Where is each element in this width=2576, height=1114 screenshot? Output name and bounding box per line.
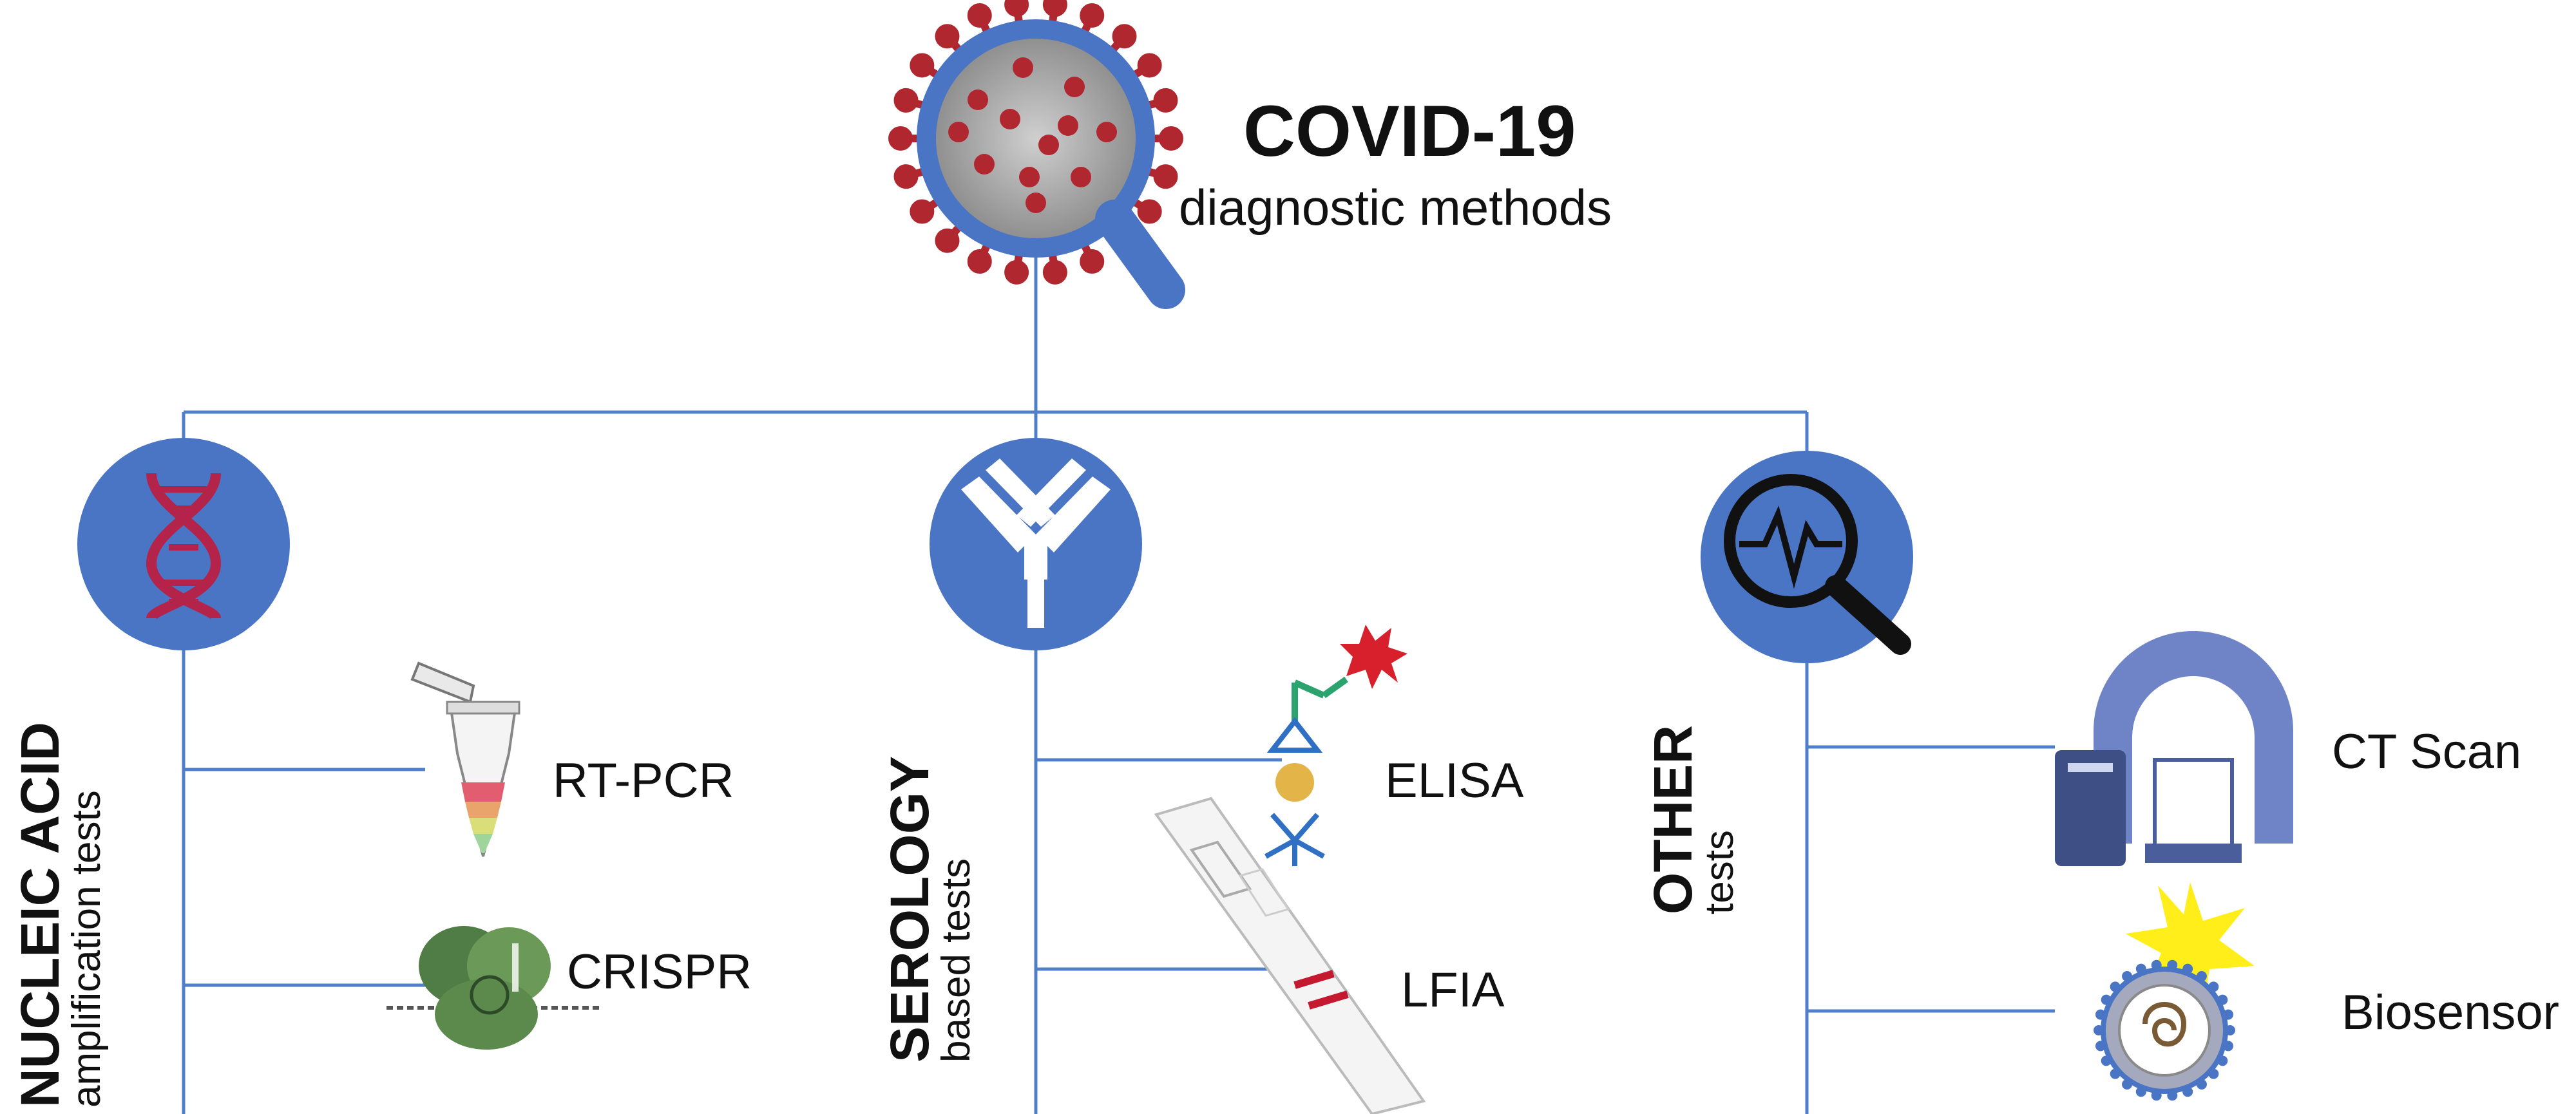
sensor-nanoparticle — [2094, 1025, 2104, 1035]
virus-spike-tip — [935, 228, 960, 253]
sensor-nanoparticle — [2182, 1086, 2193, 1097]
lens-ring — [917, 19, 1155, 258]
category-title: OTHER — [1643, 725, 1703, 914]
page-title: COVID-19 — [1243, 91, 1576, 171]
sensor-nanoparticle — [2217, 994, 2228, 1005]
virus-spike-tip — [1080, 3, 1105, 28]
virus-spike-tip — [1004, 260, 1029, 285]
sensor-nanoparticle — [2101, 1055, 2112, 1066]
biosensor-icon — [2094, 882, 2255, 1101]
virus-protein — [1058, 115, 1078, 136]
dna-icon — [77, 438, 290, 650]
pcr-tube-icon — [410, 661, 520, 857]
virus-protein — [1038, 135, 1059, 155]
virus-spike-tip — [1080, 249, 1105, 274]
method-label-ct-scan: CT Scan — [2332, 724, 2522, 779]
sensor-nanoparticle — [2151, 1090, 2162, 1101]
virus-spike-tip — [1137, 199, 1162, 224]
elisa-sandwich-icon — [1264, 625, 1407, 866]
category-title: NUCLEIC ACID — [10, 722, 70, 1108]
virus-body — [926, 29, 1145, 248]
virus-protein — [1096, 122, 1117, 142]
sensor-nanoparticle — [2217, 1055, 2228, 1066]
virus-spike-tip — [967, 3, 992, 28]
virus-protein — [948, 122, 969, 142]
sensor-nanoparticle — [2135, 963, 2146, 974]
virus-protein — [1071, 167, 1091, 187]
virus-spike-tip — [910, 53, 935, 78]
sensor-nanoparticle — [2223, 1041, 2234, 1052]
virus-spike-tip — [935, 24, 960, 49]
method-label-biosensor: Biosensor — [2342, 985, 2559, 1040]
sensor-nanoparticle — [2122, 1079, 2133, 1090]
sensor-nanoparticle — [2208, 981, 2219, 992]
virus-spike-tip — [910, 199, 935, 224]
lfia-strip-icon — [1154, 797, 1426, 1114]
virus-magnifier-icon — [888, 0, 1185, 309]
virus-spike-tip — [1137, 53, 1162, 78]
sensor-nanoparticle — [2095, 1009, 2106, 1020]
sensor-nanoparticle — [2101, 994, 2112, 1005]
category-label-other: OTHER tests — [1643, 725, 1742, 914]
method-label-crispr: CRISPR — [567, 945, 752, 999]
sensor-nanoparticle — [2225, 1025, 2235, 1035]
page-subtitle: diagnostic methods — [1179, 179, 1612, 236]
category-label-serology: SEROLOGY based tests — [879, 756, 978, 1062]
lens-handle — [1095, 200, 1185, 309]
sensor-nanoparticle — [2223, 1009, 2234, 1020]
sensor-nanoparticle — [2182, 963, 2193, 974]
category-title: SEROLOGY — [879, 755, 940, 1062]
category-subtitle: tests — [1697, 830, 1742, 914]
virus-protein — [1019, 167, 1040, 187]
sensor-nanoparticle — [2196, 1079, 2207, 1090]
virus-spike-tip — [1042, 0, 1067, 17]
sensor-nanoparticle — [2122, 971, 2133, 982]
sensor-nanoparticle — [2135, 1086, 2146, 1097]
sensor-nanoparticle — [2167, 959, 2178, 970]
sensor-nanoparticle — [2110, 1068, 2121, 1079]
antibody-icon — [930, 438, 1142, 650]
category-subtitle: based tests — [934, 858, 978, 1062]
sensor-nanoparticle — [2151, 959, 2162, 970]
sensor-nanoparticle — [2110, 981, 2121, 992]
virus-protein — [1000, 109, 1020, 129]
category-label-nucleic-acid: NUCLEIC ACID amplification tests — [10, 722, 109, 1108]
virus-spike-tip — [1042, 260, 1067, 285]
virus-spike-tip — [893, 164, 919, 189]
sensor-nanoparticle — [2095, 1041, 2106, 1052]
signal-search-icon — [1701, 451, 1913, 663]
sensor-nanoparticle — [2196, 971, 2207, 982]
virus-spike-tip — [1112, 24, 1137, 49]
virus-spike-tip — [888, 126, 913, 151]
virus-protein — [968, 90, 988, 110]
method-label-rt-pcr: RT-PCR — [553, 753, 734, 808]
virus-spike-tip — [1153, 164, 1178, 189]
virus-spike-tip — [1004, 0, 1029, 17]
method-label-lfia: LFIA — [1401, 963, 1505, 1017]
virus-spike-tip — [1159, 126, 1183, 151]
virus-protein — [1064, 77, 1085, 97]
virus-spike-tip — [893, 88, 919, 113]
connector-lines — [182, 258, 2055, 1114]
virus-spike-tip — [1153, 88, 1178, 113]
sensor-nanoparticle — [2208, 1068, 2219, 1079]
virus-protein — [974, 154, 995, 175]
method-label-elisa: ELISA — [1385, 753, 1524, 808]
virus-protein — [1026, 193, 1046, 213]
virus-protein — [1013, 57, 1033, 78]
virus-spike-tip — [967, 249, 992, 274]
sensor-nanoparticle — [2167, 1090, 2178, 1101]
category-subtitle: amplification tests — [64, 790, 109, 1108]
ct-scanner-icon — [2055, 631, 2293, 866]
crispr-complex-icon — [386, 926, 599, 1050]
